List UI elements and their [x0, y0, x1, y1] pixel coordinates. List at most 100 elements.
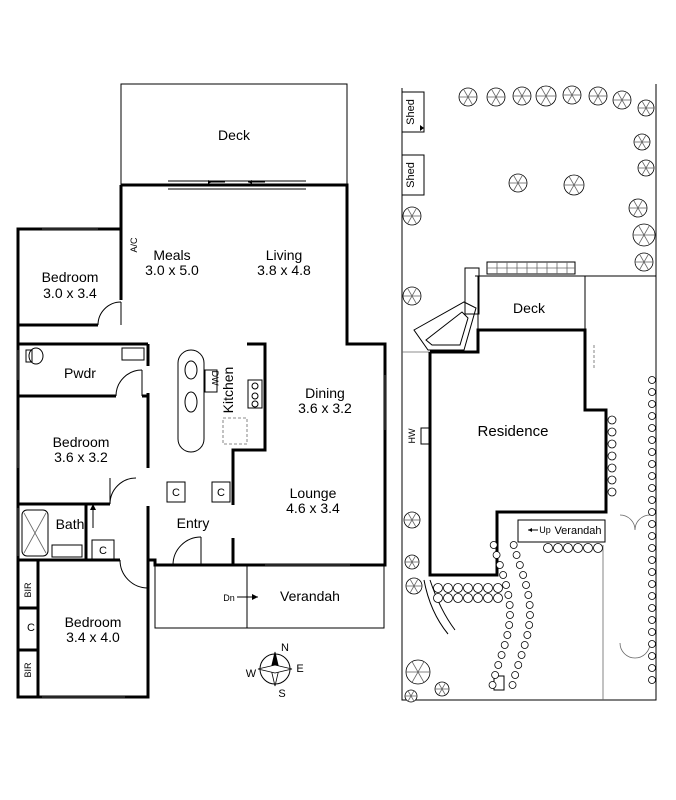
tree-branch	[643, 261, 649, 270]
tree-branch	[438, 682, 443, 690]
tree-branch	[645, 167, 651, 176]
shrub-symbol	[499, 571, 508, 579]
tree-branch	[593, 95, 599, 104]
bir-label: BIR	[23, 582, 33, 598]
shrub-symbol	[648, 556, 656, 564]
bedroom-2-size: 3.6 x 3.2	[54, 449, 108, 465]
tree-branch	[641, 107, 647, 116]
compass-rose: N E S W	[246, 642, 304, 700]
shrub-symbol	[607, 451, 617, 461]
shrub-symbol	[520, 641, 529, 649]
meals-label: Meals	[153, 247, 190, 263]
shrub-symbol	[607, 427, 617, 437]
shrub-symbol	[509, 541, 518, 549]
tree-branch	[410, 690, 415, 697]
shrub-symbol	[523, 631, 532, 639]
tree-branch	[463, 96, 469, 105]
shrub-symbol	[453, 583, 463, 593]
compass-n: N	[281, 642, 289, 654]
site-verandah-label: Verandah	[554, 525, 601, 537]
tree-branch	[573, 184, 580, 194]
tree-branch	[407, 295, 413, 304]
bedroom-2-label: Bedroom	[53, 434, 110, 450]
shrub-symbol	[508, 681, 517, 689]
shrub-symbol	[648, 508, 656, 516]
tree-branch	[491, 96, 497, 105]
shrub-symbol	[607, 415, 617, 425]
meals-size: 3.0 x 5.0	[145, 262, 199, 278]
landscaping	[402, 85, 656, 703]
tree-branch	[637, 200, 643, 209]
entry-label: Entry	[177, 515, 210, 531]
tree-branch	[411, 561, 416, 569]
shrub-symbol	[648, 484, 656, 492]
bedroom-1-size: 3.0 x 3.4	[43, 285, 97, 301]
verandah-outline	[154, 564, 385, 629]
shrub-symbol	[511, 671, 520, 679]
shrub-symbol	[506, 611, 514, 619]
shrub-symbol	[607, 487, 617, 497]
shrub-symbol	[503, 631, 512, 639]
tree-branch	[597, 95, 603, 104]
bath-fixtures	[21, 347, 145, 558]
tree-branch	[617, 99, 623, 108]
floor-plan: Deck Meals 3.0 x 5.0 Living 3.8 x 4.8 Be…	[16, 83, 387, 699]
tree-branch	[411, 519, 417, 528]
shrub-symbol	[593, 543, 603, 553]
shrub-symbol	[648, 616, 656, 624]
tree-branch	[491, 89, 497, 98]
shrub-symbol	[607, 463, 617, 473]
tree-branch	[645, 107, 651, 116]
lounge-size: 4.6 x 3.4	[286, 500, 340, 516]
tree-branch	[638, 225, 645, 236]
deck-label: Deck	[218, 127, 251, 143]
shrub-symbol	[502, 581, 510, 589]
ac-label: A/C	[129, 237, 139, 253]
shrub-symbol	[463, 583, 473, 593]
tree-branch	[463, 89, 469, 98]
tree-branch	[641, 167, 647, 176]
bedroom-1-label: Bedroom	[42, 269, 99, 285]
shrub-symbol	[505, 621, 514, 629]
bedroom-3-label: Bedroom	[65, 614, 122, 630]
shrub-symbol	[473, 583, 483, 593]
site-boundary	[401, 84, 657, 701]
tree-branch	[540, 87, 547, 97]
shrub-symbol	[495, 561, 504, 569]
bedroom-3-size: 3.4 x 4.0	[66, 629, 120, 645]
tree-branch	[621, 92, 627, 101]
tree-branch	[521, 88, 527, 97]
shrub-symbol	[473, 593, 483, 603]
tree-branch	[641, 160, 647, 169]
tree-branch	[417, 661, 425, 673]
tree-branch	[638, 234, 645, 245]
interior-walls	[18, 229, 267, 697]
tree-branch	[568, 184, 575, 194]
tree-branch	[639, 254, 645, 263]
tree-branch	[411, 295, 417, 304]
shrub-symbol	[648, 424, 656, 432]
shrub-symbol	[648, 628, 656, 636]
tree-branch	[411, 661, 419, 673]
shrub-symbol	[648, 472, 656, 480]
tree-branch	[411, 288, 417, 297]
shrub-symbol	[563, 543, 573, 553]
shrub-symbol	[524, 591, 533, 599]
tree-branch	[441, 688, 446, 696]
shrub-symbol	[573, 543, 583, 553]
tree-branch	[408, 561, 413, 569]
tree-branch	[521, 95, 527, 104]
tree-branch	[643, 225, 650, 236]
tree-branch	[643, 234, 650, 245]
tree-branch	[545, 95, 552, 105]
living-label: Living	[266, 247, 303, 263]
shrub-symbol	[543, 543, 553, 553]
tree-branch	[597, 88, 603, 97]
tree-branch	[617, 92, 623, 101]
tree-branch	[567, 94, 573, 103]
kitchen-island	[177, 349, 263, 453]
shed-2	[401, 154, 425, 196]
shrub-symbol	[517, 651, 526, 659]
shed-2-label: Shed	[405, 162, 417, 188]
shrub-symbol	[648, 580, 656, 588]
